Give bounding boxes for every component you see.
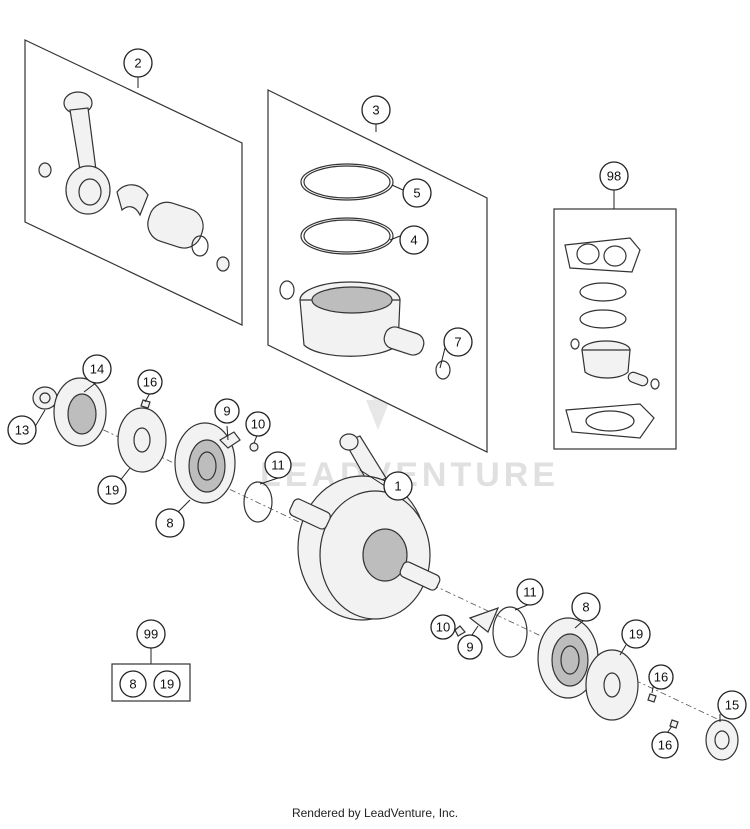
panel-2-frame: [24, 39, 243, 326]
callout-7[interactable]: 7: [443, 327, 473, 357]
callout-11-right[interactable]: 11: [516, 578, 544, 606]
callout-3[interactable]: 3: [361, 95, 391, 125]
callout-11-left[interactable]: 11: [264, 451, 292, 479]
callout-13[interactable]: 13: [7, 415, 37, 445]
svg-text:10: 10: [251, 417, 265, 432]
callout-8-left[interactable]: 8: [155, 508, 185, 538]
callout-9-left[interactable]: 9: [214, 398, 240, 424]
callout-8-right[interactable]: 8: [571, 592, 601, 622]
svg-text:19: 19: [105, 483, 119, 498]
svg-text:11: 11: [523, 585, 537, 600]
callout-98[interactable]: 98: [599, 161, 629, 191]
callout-15[interactable]: 15: [717, 690, 747, 720]
svg-text:98: 98: [607, 169, 621, 184]
panel-piston-kit: [267, 89, 488, 453]
callout-16-right-upper[interactable]: 16: [648, 664, 674, 690]
svg-text:11: 11: [271, 458, 285, 473]
panel-98-frame: [553, 208, 677, 450]
callout-16-right-lower[interactable]: 16: [651, 731, 679, 759]
svg-text:19: 19: [160, 677, 174, 692]
crankshaft-assembly-drawing: [32, 377, 739, 761]
svg-text:1: 1: [394, 479, 401, 494]
connecting-rod-drawing: [38, 91, 230, 272]
callout-9-right[interactable]: 9: [457, 634, 483, 660]
svg-text:9: 9: [466, 640, 473, 655]
svg-text:4: 4: [410, 233, 417, 248]
svg-text:99: 99: [144, 627, 158, 642]
callout-1[interactable]: 1: [383, 471, 413, 501]
svg-text:9: 9: [223, 404, 230, 419]
svg-text:19: 19: [629, 627, 643, 642]
svg-text:16: 16: [658, 738, 672, 753]
svg-text:14: 14: [90, 362, 104, 377]
callout-19-kit[interactable]: 19: [153, 670, 181, 698]
callout-5[interactable]: 5: [402, 178, 432, 208]
svg-text:13: 13: [15, 423, 29, 438]
svg-text:3: 3: [372, 103, 379, 118]
callout-8-kit[interactable]: 8: [119, 670, 147, 698]
svg-text:10: 10: [436, 620, 450, 635]
callout-10-right[interactable]: 10: [430, 614, 456, 640]
panel-3-frame: [267, 89, 488, 453]
callout-2[interactable]: 2: [123, 48, 153, 78]
svg-text:8: 8: [582, 600, 589, 615]
callout-19-left[interactable]: 19: [97, 475, 127, 505]
svg-text:7: 7: [454, 335, 461, 350]
svg-text:8: 8: [166, 516, 173, 531]
callout-16-left[interactable]: 16: [137, 369, 163, 395]
footer-credit: Rendered by LeadVenture, Inc.: [291, 806, 459, 820]
callout-10-left[interactable]: 10: [245, 411, 271, 437]
svg-text:8: 8: [129, 677, 136, 692]
svg-text:16: 16: [143, 375, 157, 390]
callout-4[interactable]: 4: [399, 225, 429, 255]
panel-top-end-kit: [553, 190, 677, 450]
svg-text:2: 2: [134, 56, 141, 71]
callout-19-right[interactable]: 19: [621, 619, 651, 649]
svg-text:16: 16: [654, 670, 668, 685]
panel-connecting-rod-kit: [24, 39, 243, 326]
callout-14[interactable]: 14: [82, 354, 112, 384]
callout-99[interactable]: 99: [136, 619, 166, 649]
svg-text:5: 5: [413, 186, 420, 201]
svg-text:15: 15: [725, 698, 739, 713]
top-end-kit-drawing: [564, 237, 660, 439]
piston-drawing: [279, 163, 451, 380]
leader-lines: [32, 184, 721, 737]
